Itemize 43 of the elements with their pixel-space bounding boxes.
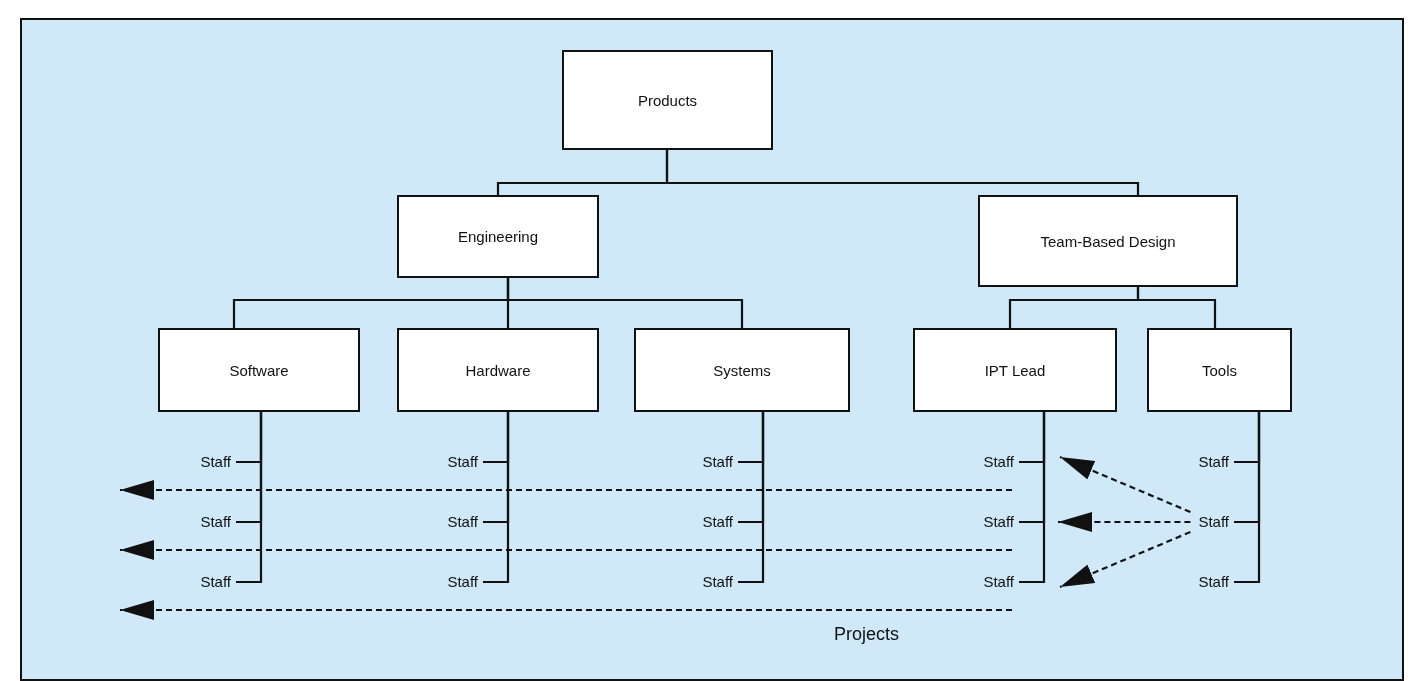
staff-label: Staff: [447, 453, 478, 471]
org-box: [158, 328, 360, 412]
org-box: [634, 328, 850, 412]
org-box: [1147, 328, 1292, 412]
connector-line: [1234, 412, 1261, 584]
staff-label: Staff: [200, 513, 231, 531]
box-label: Engineering: [457, 228, 539, 245]
staff-label: Staff: [983, 573, 1014, 591]
staff-label: Staff: [447, 513, 478, 531]
box-label: Tools: [1202, 361, 1237, 379]
staff-label: Staff: [1198, 453, 1229, 471]
staff-label: Staff: [1198, 573, 1229, 591]
staff-label: Staff: [983, 453, 1014, 471]
staff-label: Staff: [702, 573, 733, 591]
staff-label: Staff: [1198, 513, 1229, 531]
caption-label: Projects: [834, 624, 900, 645]
box-label: Products: [637, 91, 698, 109]
connector-line: [1136, 287, 1217, 328]
staff-label: Staff: [983, 513, 1014, 531]
connector-line: [506, 278, 744, 328]
staff-label: Staff: [702, 513, 733, 531]
connector-line: [483, 412, 510, 584]
box-label: Systems: [713, 361, 771, 379]
org-box: [397, 328, 599, 412]
box-label: Software: [229, 361, 289, 379]
org-box: [562, 50, 773, 150]
staff-label: Staff: [200, 573, 231, 591]
org-box: [913, 328, 1117, 412]
connector-line: [236, 412, 263, 584]
org-box: [978, 195, 1238, 287]
connector-line: [1058, 512, 1191, 532]
box-label: IPT Lead: [984, 361, 1046, 379]
connector-line: [1059, 531, 1191, 589]
box-label: Hardware: [465, 361, 531, 379]
connector-line: [738, 412, 765, 584]
connector-line: [1019, 412, 1046, 584]
connector-line: [665, 150, 1140, 195]
org-box: [397, 195, 599, 278]
staff-label: Staff: [200, 453, 231, 471]
connector-line: [1059, 455, 1191, 513]
staff-label: Staff: [447, 573, 478, 591]
staff-label: Staff: [702, 453, 733, 471]
box-label: Team-Based Design: [1040, 232, 1176, 250]
